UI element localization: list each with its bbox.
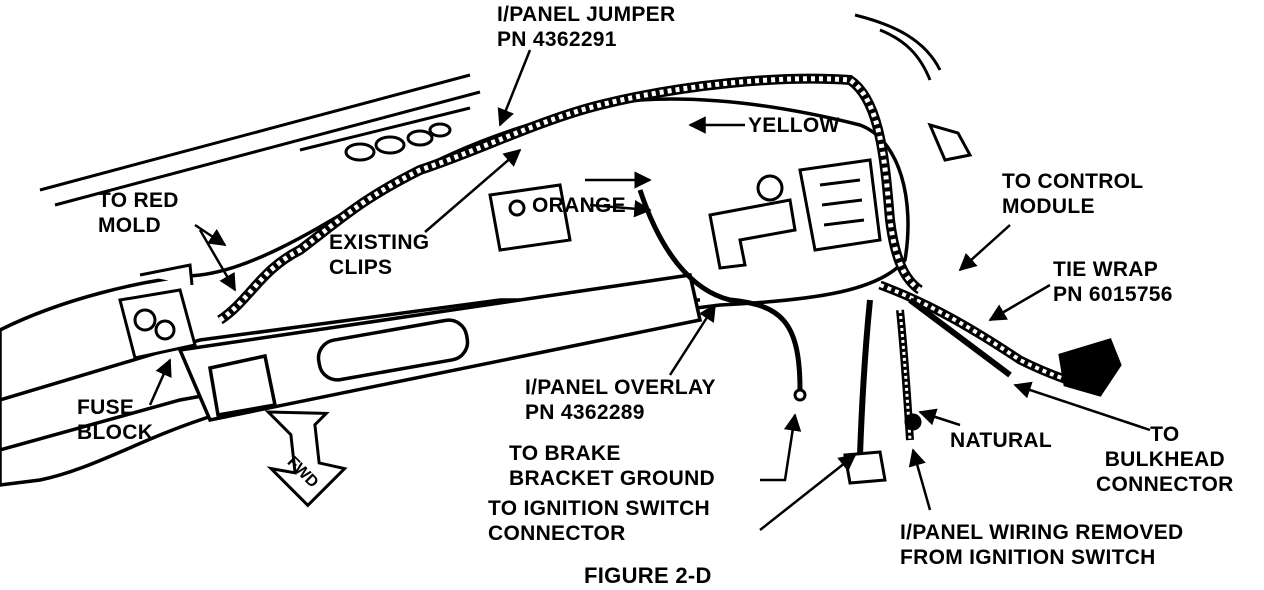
to-brake-bracket-ground-label: TO BRAKE BRACKET GROUND — [509, 442, 716, 490]
ipanel-jumper-label: I/PANEL JUMPER PN 4362291 — [497, 3, 676, 51]
to-ignition-switch-connector-label: TO IGNITION SWITCH CONNECTOR — [488, 497, 711, 545]
fuse-block-label: FUSE BLOCK — [77, 396, 154, 444]
ipanel-overlay-label: I/PANEL OVERLAY PN 4362289 — [525, 376, 716, 424]
cluster-details — [344, 122, 973, 270]
natural-label: NATURAL — [950, 429, 1053, 452]
leader-arrows — [148, 49, 1151, 531]
yellow-label: YELLOW — [748, 114, 840, 137]
to-control-module-label: TO CONTROL MODULE — [1002, 170, 1144, 218]
ignition-connector-shape — [793, 388, 922, 485]
ipanel-wiring-removed-label: I/PANEL WIRING REMOVED FROM IGNITION SWI… — [900, 521, 1184, 569]
to-red-mold-label: TO RED MOLD — [98, 189, 179, 237]
cowl-lines — [39, 13, 942, 207]
steering-column — [177, 273, 703, 422]
orange-label: ORANGE — [532, 194, 626, 217]
to-bulkhead-connector-label: TO BULKHEAD CONNECTOR — [1096, 423, 1234, 496]
tie-wrap-label: TIE WRAP PN 6015756 — [1053, 258, 1173, 306]
fuse-block — [118, 263, 197, 360]
fwd-arrow: FWD — [264, 410, 348, 508]
bulkhead-connector-shape — [1058, 338, 1122, 397]
figure-caption: FIGURE 2-D — [584, 563, 712, 588]
existing-clips-label: EXISTING CLIPS — [329, 231, 430, 279]
